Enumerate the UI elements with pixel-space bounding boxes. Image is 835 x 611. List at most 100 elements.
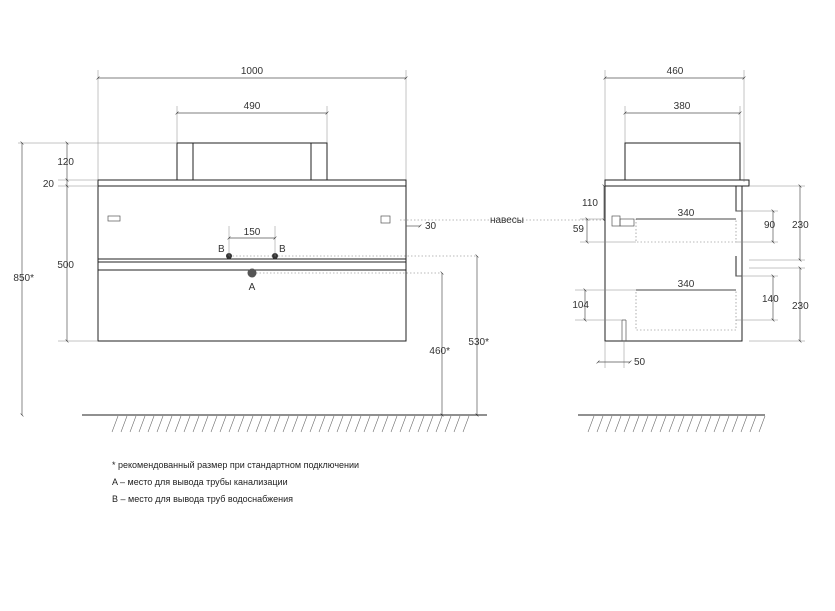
dim-hinge-offset: 30 <box>425 221 437 232</box>
hatch-stroke <box>605 415 613 433</box>
hatch-stroke <box>129 415 137 433</box>
hatch-stroke <box>587 415 595 433</box>
dim-140: 140 <box>762 294 779 305</box>
hatch-stroke <box>435 415 443 433</box>
hatch-stroke <box>273 415 281 433</box>
dim-hinge-59: 59 <box>573 224 585 235</box>
hatch-stroke <box>426 415 434 433</box>
hatch-stroke <box>183 415 191 433</box>
hatch-stroke <box>695 415 703 433</box>
countertop-front <box>97 179 407 187</box>
hatch-stroke <box>120 415 128 433</box>
dim-104: 104 <box>572 300 589 311</box>
hatch-stroke <box>363 415 371 433</box>
hatch-stroke <box>255 415 263 433</box>
drawer-top <box>635 218 737 243</box>
basin-side <box>624 142 741 181</box>
floor-hatch-front <box>111 415 470 433</box>
hatch-stroke <box>156 415 164 433</box>
dim-width-total: 1000 <box>241 66 264 77</box>
basin-front <box>176 142 328 181</box>
hatch-stroke <box>740 415 748 433</box>
hatch-stroke <box>345 415 353 433</box>
hatch-stroke <box>668 415 676 433</box>
dim-drawer-inner-top: 340 <box>678 208 695 219</box>
hatch-stroke <box>264 415 272 433</box>
hatch-stroke <box>327 415 335 433</box>
hatch-stroke <box>282 415 290 433</box>
hatch-stroke <box>749 415 757 433</box>
note-point-b: B – место для вывода труб водоснабжения <box>112 494 294 504</box>
hatch-stroke <box>417 415 425 433</box>
dim-drawer-h-top: 230 <box>792 220 809 231</box>
hatch-stroke <box>632 415 640 433</box>
hatch-stroke <box>641 415 649 433</box>
hatch-stroke <box>731 415 739 433</box>
hatch-stroke <box>192 415 200 433</box>
hatch-stroke <box>354 415 362 433</box>
dim-50: 50 <box>634 357 646 368</box>
dim-top-thickness: 20 <box>43 179 55 190</box>
hatch-stroke <box>336 415 344 433</box>
hatch-stroke <box>174 415 182 433</box>
cabinet-side <box>604 185 743 342</box>
hatch-stroke <box>219 415 227 433</box>
hatch-stroke <box>713 415 721 433</box>
dim-drawer-90: 90 <box>764 220 776 231</box>
dim-hinge-top: 110 <box>582 198 598 209</box>
hatch-stroke <box>111 415 119 433</box>
hatch-stroke <box>758 415 766 433</box>
dim-drawer-h-bottom: 230 <box>792 301 809 312</box>
dim-basin-height: 120 <box>57 157 74 168</box>
pipe-a <box>247 268 257 278</box>
hatch-stroke <box>381 415 389 433</box>
hinges-label: навесы <box>490 215 524 226</box>
dim-pipe-spacing: 150 <box>244 227 261 238</box>
note-point-a: A – место для вывода трубы канализации <box>112 477 288 487</box>
note-recommended: * рекомендованный размер при стандартном… <box>112 460 360 470</box>
hatch-stroke <box>623 415 631 433</box>
hatch-stroke <box>237 415 245 433</box>
hatch-stroke <box>390 415 398 433</box>
hatch-stroke <box>650 415 658 433</box>
hatch-stroke <box>228 415 236 433</box>
dim-basin-depth: 380 <box>674 101 691 112</box>
hatch-stroke <box>201 415 209 433</box>
hatch-stroke <box>462 415 470 433</box>
hatch-stroke <box>704 415 712 433</box>
cabinet-front <box>97 185 407 342</box>
hatch-stroke <box>291 415 299 433</box>
hatch-stroke <box>659 415 667 433</box>
countertop-side <box>604 179 750 187</box>
hatch-stroke <box>444 415 452 433</box>
front-view: 1000 490 150 B B A <box>13 66 605 433</box>
label-b-right: B <box>279 244 286 255</box>
hatch-stroke <box>318 415 326 433</box>
floor-hatch-side <box>587 415 766 433</box>
side-view: 460 380 навесы 110 59 104 <box>490 66 809 433</box>
hatch-stroke <box>138 415 146 433</box>
dim-height-530: 530* <box>468 337 489 348</box>
hatch-stroke <box>147 415 155 433</box>
hatch-stroke <box>596 415 604 433</box>
hatch-stroke <box>399 415 407 433</box>
dim-depth-total: 460 <box>667 66 684 77</box>
dim-basin-width: 490 <box>244 101 261 112</box>
label-a: A <box>249 282 256 293</box>
hatch-stroke <box>677 415 685 433</box>
hinge-right <box>380 215 391 224</box>
hatch-stroke <box>453 415 461 433</box>
hinge-side <box>611 215 621 227</box>
hatch-stroke <box>614 415 622 433</box>
hatch-stroke <box>210 415 218 433</box>
hatch-stroke <box>722 415 730 433</box>
dim-height-460: 460* <box>429 346 450 357</box>
hatch-stroke <box>300 415 308 433</box>
hatch-stroke <box>408 415 416 433</box>
dim-total-height: 850* <box>13 273 34 284</box>
hinge-left <box>107 215 121 222</box>
hatch-stroke <box>686 415 694 433</box>
drawer-bottom <box>635 289 737 331</box>
notes-block: * рекомендованный размер при стандартном… <box>112 460 359 511</box>
